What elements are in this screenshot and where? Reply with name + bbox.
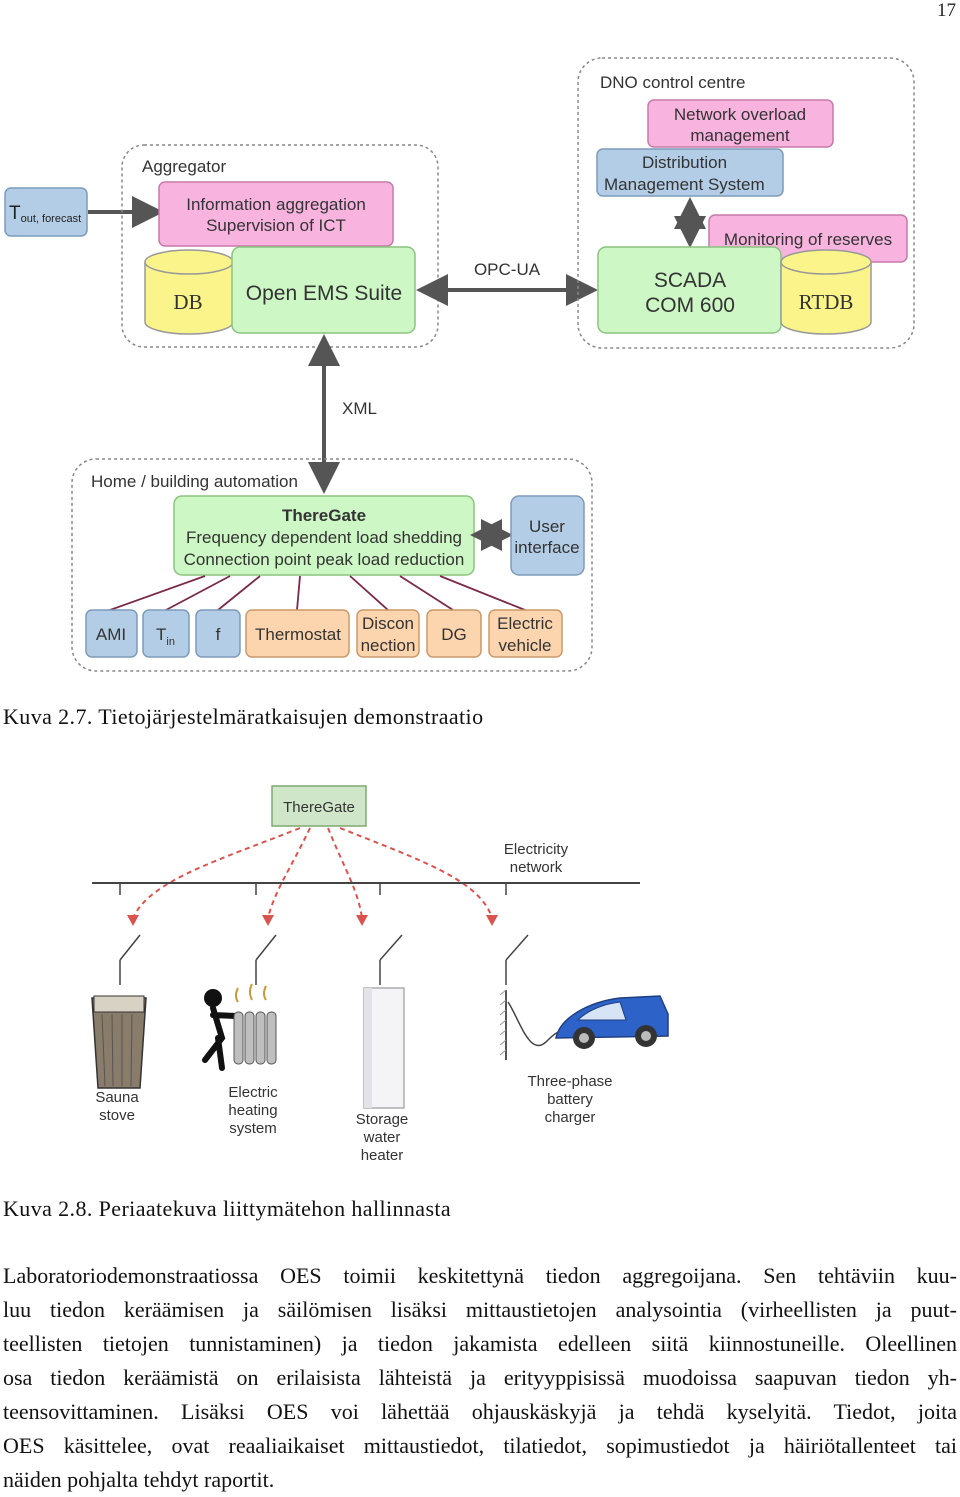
network-overload-line2: management — [690, 126, 790, 145]
charger-label-line2: battery — [547, 1091, 593, 1108]
device-f-label: f — [216, 625, 221, 644]
device-ami — [85, 609, 138, 658]
fig2-theregate-label: ThereGate — [283, 799, 355, 816]
device-f — [195, 609, 241, 658]
info-aggregation-line1: Information aggregation — [186, 195, 366, 214]
figure-caption-2-8: Kuva 2.8. Periaatekuva liittymätehon hal… — [3, 1196, 452, 1221]
scada-line2: COM 600 — [645, 294, 735, 317]
open-ems-box — [231, 246, 416, 334]
device-tin — [142, 609, 190, 658]
paragraph-line: OES käsittelee, ovat reaaliaikaiset mitt… — [3, 1433, 957, 1458]
device-ev-line2: vehicle — [499, 636, 552, 655]
figure-caption-2-7: Kuva 2.7. Tietojärjestelmäratkaisujen de… — [3, 704, 484, 729]
load-switches — [119, 934, 529, 985]
battery-charger-icon — [499, 989, 571, 1060]
t-out-forecast-box: Tout, forecast — [4, 187, 88, 237]
control-signal-arrowheads — [127, 915, 498, 926]
dms-line2: Management System — [604, 175, 765, 194]
device-dg-label: DG — [441, 625, 467, 644]
page-number: 17 — [937, 0, 956, 21]
home-automation-group: Home / building automation ThereGate Fre… — [71, 458, 593, 672]
open-ems-label: Open EMS Suite — [246, 282, 402, 305]
storage-label-line2: water — [363, 1129, 401, 1146]
paragraph-line: näiden pohjalta tehdyt raportit. — [3, 1467, 275, 1492]
device-thermostat — [245, 609, 350, 658]
opc-ua-label: OPC-UA — [474, 260, 541, 279]
device-disconnection — [356, 609, 420, 658]
aggregator-group: Aggregator Information aggregation Super… — [121, 144, 439, 348]
device-connectors — [109, 575, 526, 611]
t-out-main: T — [9, 203, 21, 224]
heating-label-line1: Electric — [228, 1084, 278, 1101]
paragraph-line: luu tiedon keräämisen ja säilömisen lisä… — [3, 1297, 957, 1322]
network-drops — [119, 883, 507, 895]
electric-car-icon — [555, 995, 669, 1049]
device-thermostat-label: Thermostat — [255, 625, 341, 644]
aggregator-title: Aggregator — [142, 157, 226, 176]
rtdb-cylinder: RTDB — [780, 249, 872, 335]
dms-box — [596, 148, 784, 197]
theregate-line2: Frequency dependent load shedding — [186, 528, 462, 547]
info-aggregation-box — [158, 181, 394, 247]
dno-title: DNO control centre — [600, 73, 746, 92]
svg-text:Tout, forecast: Tout, forecast — [9, 203, 81, 225]
db-cylinder: DB — [144, 249, 234, 335]
figure-ict-architecture: Tout, forecast Aggregator Information ag… — [4, 57, 915, 672]
network-overload-line1: Network overload — [674, 105, 806, 124]
info-aggregation-line2: Supervision of ICT — [206, 216, 346, 235]
network-label-line1: Electricity — [504, 841, 569, 858]
paragraph-line: teellisten tietojen tunnistaminen) ja ti… — [3, 1331, 957, 1356]
sauna-label-line1: Sauna — [95, 1089, 139, 1106]
electric-heating-icon — [202, 983, 277, 1071]
sauna-stove-icon — [91, 995, 147, 1089]
theregate-device-box — [271, 785, 367, 827]
dno-group: DNO control centre Network overload mana… — [577, 57, 915, 349]
paragraph-line: osa tiedon keräämistä on erilaisista läh… — [3, 1365, 957, 1390]
figure-load-management: ThereGate Electricity network — [91, 785, 669, 1164]
charger-label-line1: Three-phase — [527, 1073, 612, 1090]
t-out-sub: out, forecast — [21, 213, 82, 225]
device-ev — [488, 609, 563, 658]
device-ev-line1: Electric — [497, 614, 553, 633]
sauna-label-line2: stove — [99, 1107, 135, 1124]
theregate-title: ThereGate — [282, 506, 366, 525]
heating-label-line3: system — [229, 1120, 277, 1137]
body-paragraph: Laboratoriodemonstraatiossa OES toimii k… — [3, 1259, 957, 1497]
dms-line1: Distribution — [642, 153, 727, 172]
monitoring-label: Monitoring of reserves — [724, 230, 892, 249]
charger-label-line3: charger — [545, 1109, 596, 1126]
xml-label: XML — [342, 399, 377, 418]
rtdb-label: RTDB — [799, 290, 854, 314]
network-label-line2: network — [510, 859, 563, 876]
db-label: DB — [173, 290, 202, 314]
theregate-line3: Connection point peak load reduction — [184, 550, 465, 569]
device-tin-sub: in — [166, 636, 175, 648]
svg-text:Tin: Tin — [156, 625, 175, 648]
scada-line1: SCADA — [654, 269, 726, 292]
network-overload-box — [647, 99, 834, 148]
heating-label-line2: heating — [228, 1102, 277, 1119]
paragraph-line: Laboratoriodemonstraatiossa OES toimii k… — [3, 1263, 957, 1288]
paragraph-line: teensovittaminen. Lisäksi OES voi lähett… — [3, 1399, 957, 1424]
device-ami-label: AMI — [96, 625, 126, 644]
user-interface-line2: interface — [514, 538, 579, 557]
storage-water-heater-icon — [363, 987, 405, 1109]
device-dg — [426, 609, 482, 658]
home-title: Home / building automation — [91, 472, 298, 491]
device-disconnection-line1: Discon — [362, 614, 414, 633]
control-signal-arrows — [132, 827, 493, 919]
storage-label-line3: heater — [361, 1147, 404, 1164]
storage-label-line1: Storage — [356, 1111, 409, 1128]
user-interface-box — [510, 495, 585, 576]
device-tin-main: T — [156, 625, 166, 644]
user-interface-line1: User — [529, 517, 565, 536]
device-disconnection-line2: nection — [361, 636, 416, 655]
